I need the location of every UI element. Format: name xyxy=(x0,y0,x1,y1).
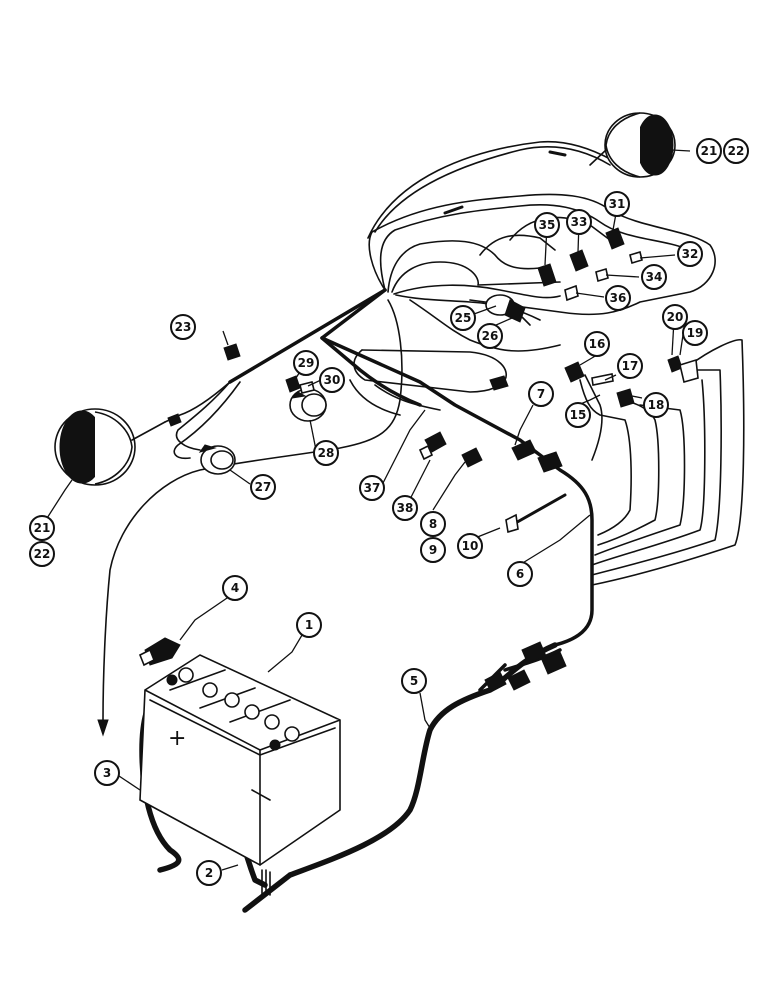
callout-38: 38 xyxy=(392,495,418,521)
callout-1: 1 xyxy=(296,612,322,638)
callout-23: 23 xyxy=(170,314,196,340)
svg-text:10: 10 xyxy=(462,539,479,553)
svg-text:23: 23 xyxy=(175,320,192,334)
svg-text:3: 3 xyxy=(103,766,111,780)
right-headlamp xyxy=(589,112,676,178)
callout-4: 4 xyxy=(222,575,248,601)
callout-8: 8 xyxy=(420,511,446,537)
callout-21-left: 21 xyxy=(29,515,55,541)
svg-text:38: 38 xyxy=(397,501,414,515)
svg-text:22: 22 xyxy=(34,547,51,561)
svg-text:21: 21 xyxy=(701,144,718,158)
svg-text:9: 9 xyxy=(429,543,437,557)
components xyxy=(167,227,699,693)
gauge-27 xyxy=(198,444,236,475)
gauge-28 xyxy=(289,388,327,422)
callout-36: 36 xyxy=(605,285,631,311)
svg-text:7: 7 xyxy=(537,387,545,401)
svg-text:17: 17 xyxy=(622,359,639,373)
callout-18: 18 xyxy=(643,392,669,418)
cable-clamp xyxy=(138,637,181,667)
callout-22-right: 22 xyxy=(723,138,749,164)
callout-21-right: 21 xyxy=(696,138,722,164)
callout-33: 33 xyxy=(566,209,592,235)
svg-text:5: 5 xyxy=(410,674,418,688)
svg-text:29: 29 xyxy=(298,356,315,370)
callout-34: 34 xyxy=(641,264,667,290)
callout-29: 29 xyxy=(293,350,319,376)
main-harness xyxy=(228,288,594,647)
upper-harness xyxy=(367,140,716,352)
svg-text:4: 4 xyxy=(231,581,239,595)
callout-26: 26 xyxy=(477,323,503,349)
callout-2: 2 xyxy=(196,860,222,886)
left-harness xyxy=(97,299,403,737)
callout-9: 9 xyxy=(420,537,446,563)
svg-text:21: 21 xyxy=(34,521,51,535)
callout-5: 5 xyxy=(401,668,427,694)
callout-30: 30 xyxy=(319,367,345,393)
callout-25: 25 xyxy=(450,305,476,331)
battery: + xyxy=(139,654,341,866)
svg-text:28: 28 xyxy=(318,446,335,460)
svg-text:33: 33 xyxy=(571,215,588,229)
callout-15: 15 xyxy=(565,402,591,428)
callout-3: 3 xyxy=(94,760,120,786)
ignition-switch xyxy=(485,294,531,326)
svg-text:36: 36 xyxy=(610,291,627,305)
svg-text:32: 32 xyxy=(682,247,699,261)
callout-19: 19 xyxy=(682,320,708,346)
svg-text:18: 18 xyxy=(648,398,665,412)
svg-text:26: 26 xyxy=(482,329,499,343)
battery-positive-symbol: + xyxy=(168,726,186,751)
svg-text:27: 27 xyxy=(255,480,272,494)
callout-27: 27 xyxy=(250,474,276,500)
callout-6: 6 xyxy=(507,561,533,587)
left-headlamp xyxy=(54,408,166,486)
callout-35: 35 xyxy=(534,212,560,238)
svg-text:15: 15 xyxy=(570,408,587,422)
callout-7: 7 xyxy=(528,381,554,407)
callout-10: 10 xyxy=(457,533,483,559)
svg-text:1: 1 xyxy=(305,618,313,632)
svg-text:37: 37 xyxy=(364,481,381,495)
callout-16: 16 xyxy=(584,331,610,357)
callout-22-left: 22 xyxy=(29,541,55,567)
svg-text:8: 8 xyxy=(429,517,437,531)
callout-32: 32 xyxy=(677,241,703,267)
svg-text:19: 19 xyxy=(687,326,704,340)
svg-text:35: 35 xyxy=(539,218,556,232)
callout-37: 37 xyxy=(359,475,385,501)
right-harness xyxy=(579,339,745,586)
callout-17: 17 xyxy=(617,353,643,379)
svg-text:6: 6 xyxy=(516,567,524,581)
svg-text:25: 25 xyxy=(455,311,472,325)
callout-31: 31 xyxy=(604,191,630,217)
svg-text:2: 2 xyxy=(205,866,213,880)
svg-text:22: 22 xyxy=(728,144,745,158)
callout-20: 20 xyxy=(662,304,688,330)
callout-28: 28 xyxy=(313,440,339,466)
svg-text:16: 16 xyxy=(589,337,606,351)
callouts: 1 2 3 4 5 6 7 8 9 10 15 16 17 18 19 20 2… xyxy=(29,138,749,886)
svg-text:34: 34 xyxy=(646,270,663,284)
svg-text:31: 31 xyxy=(609,197,626,211)
svg-text:20: 20 xyxy=(667,310,684,324)
svg-text:30: 30 xyxy=(324,373,341,387)
